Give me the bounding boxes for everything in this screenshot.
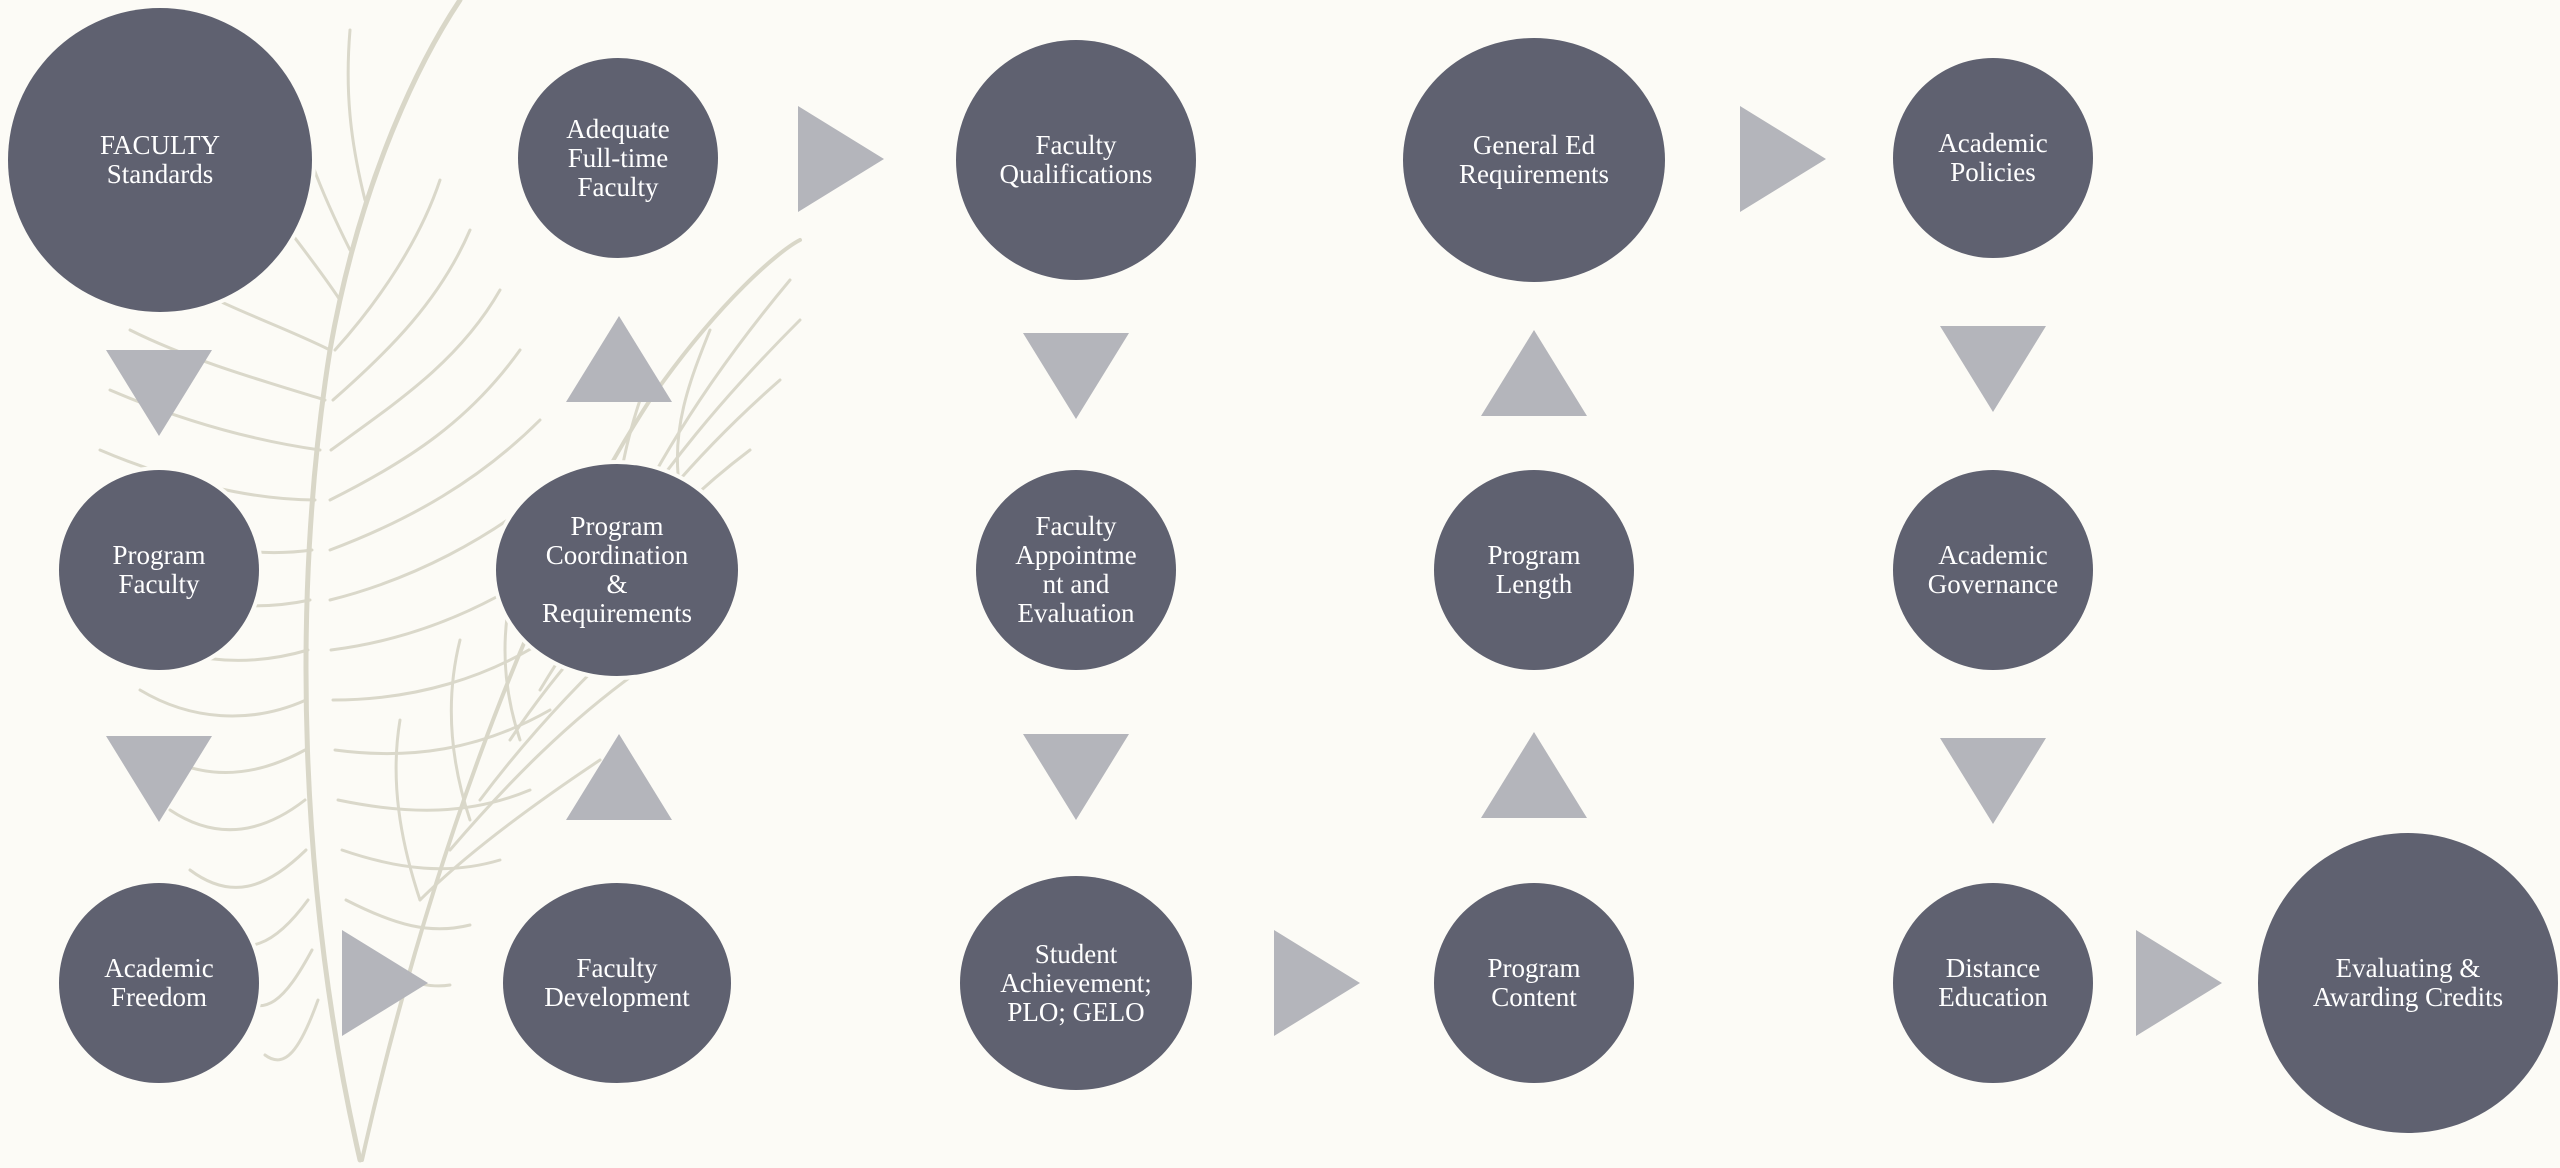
node-label: Academic Policies [1938,128,2048,187]
node-faculty-standards: FACULTY Standards [8,8,312,312]
arrow-down-icon [1940,738,2046,824]
node-general-ed-requirements: General Ed Requirements [1403,38,1665,282]
node-student-achievement: Student Achievement; PLO; GELO [960,876,1192,1090]
node-academic-policies: Academic Policies [1893,58,2093,258]
node-label: Distance Education [1938,953,2048,1012]
node-program-content: Program Content [1434,883,1634,1083]
node-program-length: Program Length [1434,470,1634,670]
arrow-up-icon [1481,732,1587,818]
arrow-down-icon [106,350,212,436]
arrow-down-icon [1023,734,1129,820]
node-faculty-development: Faculty Development [503,883,731,1083]
arrow-up-icon [1481,330,1587,416]
node-faculty-appointment: Faculty Appointme nt and Evaluation [976,470,1176,670]
node-academic-governance: Academic Governance [1893,470,2093,670]
node-label: Academic Governance [1927,540,2059,599]
node-academic-freedom: Academic Freedom [59,883,259,1083]
arrow-right-icon [2136,930,2222,1036]
arrow-right-icon [1740,106,1826,212]
node-label: Faculty Appointme nt and Evaluation [1015,511,1137,628]
node-label: Adequate Full-time Faculty [566,113,670,202]
arrow-right-icon [798,106,884,212]
node-label: FACULTY Standards [99,130,221,189]
node-label: Faculty Qualifications [999,130,1153,189]
node-label: Program Content [1487,953,1581,1012]
arrow-down-icon [106,736,212,822]
node-label: Academic Freedom [104,953,214,1012]
node-adequate-full-time-faculty: Adequate Full-time Faculty [518,58,718,258]
node-program-coordination: Program Coordination & Requirements [496,464,738,676]
arrow-right-icon [1274,930,1360,1036]
arrow-right-icon [342,930,428,1036]
node-distance-education: Distance Education [1893,883,2093,1083]
node-label: General Ed Requirements [1459,130,1609,189]
node-label: Student Achievement; PLO; GELO [1000,938,1152,1027]
arrow-down-icon [1940,326,2046,412]
node-label: Program Coordination & Requirements [542,511,692,628]
node-evaluating-awarding-credits: Evaluating & Awarding Credits [2258,833,2558,1133]
node-label: Program Faculty [112,540,206,599]
node-faculty-qualifications: Faculty Qualifications [956,40,1196,280]
arrow-down-icon [1023,333,1129,419]
node-label: Program Length [1487,540,1581,599]
node-label: Faculty Development [544,953,690,1012]
arrow-up-icon [566,734,672,820]
arrow-up-icon [566,316,672,402]
node-program-faculty: Program Faculty [59,470,259,670]
node-label: Evaluating & Awarding Credits [2312,953,2504,1012]
